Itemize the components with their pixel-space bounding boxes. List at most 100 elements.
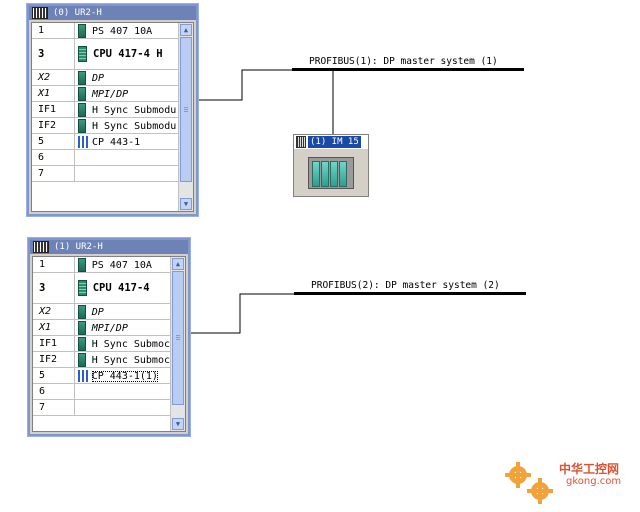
station-image-icon: [308, 157, 354, 189]
grip-icon: [176, 335, 180, 340]
slot-row[interactable]: 1 PS 407 10A: [33, 257, 170, 273]
cpu-icon: [78, 46, 87, 62]
rack-icon: [32, 7, 48, 19]
slot-row[interactable]: 7: [33, 399, 170, 416]
slot-row[interactable]: 3 CPU 417-4 H: [32, 38, 178, 70]
rack-title: (1) UR2-H: [54, 242, 103, 252]
rack0-dp-wire: [198, 69, 292, 101]
module-name: CP 443-1: [92, 136, 141, 148]
rack1-dp-wire: [189, 293, 294, 334]
module-icon: [77, 304, 86, 319]
module-name: H Sync Submoc: [91, 354, 170, 366]
slot-row[interactable]: 3 CPU 417-4: [33, 272, 170, 304]
rack-title-bar[interactable]: (1) UR2-H: [30, 240, 188, 254]
module-icon: [77, 320, 86, 335]
slot-number: 3: [32, 38, 75, 70]
module-name: PS 407 10A: [91, 259, 152, 271]
profibus-1-label[interactable]: PROFIBUS(1): DP master system (1): [309, 56, 498, 67]
slot-number: X2: [32, 69, 75, 86]
slot-number: 1: [32, 23, 75, 39]
slave-icon: [296, 136, 306, 148]
network-module-icon: [78, 135, 88, 148]
module-icon: [78, 118, 86, 133]
slot-number: X1: [33, 319, 75, 336]
cpu-icon: [77, 280, 87, 296]
watermark-site: gkong.com: [566, 476, 622, 487]
module-name: H Sync Submodu: [92, 120, 177, 132]
vertical-scrollbar[interactable]: ▲ ▼: [178, 23, 193, 211]
scroll-up-button[interactable]: ▲: [172, 258, 184, 270]
network-module-icon: [77, 369, 88, 382]
grip-icon: [184, 106, 188, 112]
module-icon: [78, 102, 86, 117]
scroll-down-button[interactable]: ▼: [172, 418, 184, 430]
module-icon: [78, 23, 86, 38]
module-name: [74, 149, 178, 166]
slot-row[interactable]: 6: [32, 149, 178, 166]
slot-table-area: 1 PS 407 10A 3 CPU 417-4 X2 DP X1 MPI/DP IF1…: [32, 256, 186, 432]
slot-number: 5: [33, 367, 75, 384]
module-icon: [78, 70, 86, 85]
module-name: CPU 417-4 H: [93, 48, 163, 60]
scroll-thumb[interactable]: [172, 271, 184, 405]
slave-title-bar: (1) IM 15: [294, 135, 368, 149]
slot-row[interactable]: X2 DP: [33, 303, 170, 320]
dp-slave-im153[interactable]: (1) IM 15: [293, 134, 369, 197]
module-name: [74, 383, 170, 400]
module-icon: [77, 336, 86, 351]
slot-row[interactable]: 6: [33, 383, 170, 400]
profibus-2-line[interactable]: [294, 292, 526, 295]
slot-row[interactable]: 5 CP 443-1: [32, 133, 178, 150]
vertical-scrollbar[interactable]: ▲ ▼: [170, 257, 185, 431]
gear-logo-icon: [505, 462, 553, 504]
slot-number: 6: [33, 383, 75, 400]
rack-icon: [33, 241, 49, 253]
module-name: CP 443-1(1): [91, 370, 158, 382]
slot-number: 5: [32, 133, 75, 150]
scroll-thumb[interactable]: [180, 37, 192, 182]
profibus-1-line[interactable]: [292, 68, 524, 71]
slot-number: IF1: [33, 335, 75, 352]
slot-number: 7: [33, 399, 75, 416]
slot-row[interactable]: 1 PS 407 10A: [32, 23, 178, 39]
slot-number: 1: [33, 257, 75, 273]
slot-row[interactable]: IF1 H Sync Submodu: [32, 101, 178, 118]
slot-row[interactable]: 5 CP 443-1(1): [33, 367, 170, 384]
slot-number: IF2: [32, 117, 75, 134]
module-name: PS 407 10A: [92, 25, 153, 37]
slot-row[interactable]: IF2 H Sync Submodu: [32, 117, 178, 134]
rack-window-1[interactable]: (1) UR2-H 1 PS 407 10A 3 CPU 417-4 X2 DP X1…: [28, 238, 190, 436]
slot-number: X2: [33, 303, 75, 320]
module-name: MPI/DP: [91, 322, 128, 334]
slave-label: (1) IM 15: [308, 136, 361, 148]
scroll-up-button[interactable]: ▲: [180, 24, 192, 36]
profibus-2-label[interactable]: PROFIBUS(2): DP master system (2): [311, 280, 500, 291]
slot-number: 6: [32, 149, 75, 166]
slot-row[interactable]: 7: [32, 165, 178, 182]
slot-number: 3: [33, 272, 75, 304]
module-name: CPU 417-4: [92, 282, 150, 294]
module-name: MPI/DP: [92, 88, 129, 100]
slot-number: 7: [32, 165, 75, 182]
slot-number: X1: [32, 85, 75, 102]
slot-row[interactable]: X1 MPI/DP: [33, 319, 170, 336]
module-icon: [77, 257, 86, 272]
scroll-down-button[interactable]: ▼: [180, 198, 192, 210]
module-name: [74, 165, 178, 182]
rack-title-bar[interactable]: (0) UR2-H: [29, 6, 196, 20]
watermark-brand: 中华工控网: [559, 462, 620, 476]
slot-row[interactable]: X1 MPI/DP: [32, 85, 178, 102]
slot-table: 1 PS 407 10A 3 CPU 417-4 X2 DP X1 MPI/DP IF1…: [33, 257, 170, 416]
module-icon: [77, 352, 86, 367]
slot-number: IF1: [32, 101, 75, 118]
rack-title: (0) UR2-H: [53, 8, 102, 18]
module-name: H Sync Submodu: [92, 104, 177, 116]
module-name: DP: [91, 306, 104, 318]
